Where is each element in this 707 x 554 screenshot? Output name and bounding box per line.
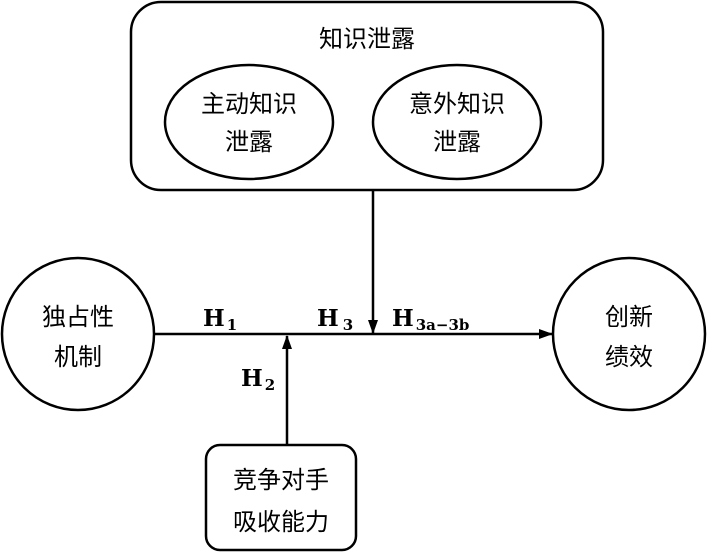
absorptive-capacity-line1: 竞争对手: [233, 466, 329, 494]
absorptive-capacity-box: 竞争对手 吸收能力: [204, 443, 358, 552]
absorptive-capacity-line2: 吸收能力: [233, 508, 329, 536]
accidental-knowledge-leakage-line2: 泄露: [433, 128, 481, 156]
innovation-performance-line1: 创新: [605, 303, 653, 331]
monopoly-mechanism-node: 独占性 机制: [0, 256, 156, 412]
active-knowledge-leakage-node: 主动知识 泄露: [163, 63, 335, 181]
innovation-performance-line2: 绩效: [605, 343, 653, 371]
innovation-performance-node: 创新 绩效: [551, 256, 707, 412]
accidental-knowledge-leakage-node: 意外知识 泄露: [371, 63, 543, 181]
accidental-knowledge-leakage-line1: 意外知识: [409, 90, 505, 118]
active-knowledge-leakage-line2: 泄露: [225, 128, 273, 156]
monopoly-mechanism-line1: 独占性: [42, 303, 114, 331]
knowledge-leakage-title: 知识泄露: [319, 25, 415, 53]
active-knowledge-leakage-line1: 主动知识: [201, 90, 297, 118]
monopoly-mechanism-line2: 机制: [54, 343, 102, 371]
